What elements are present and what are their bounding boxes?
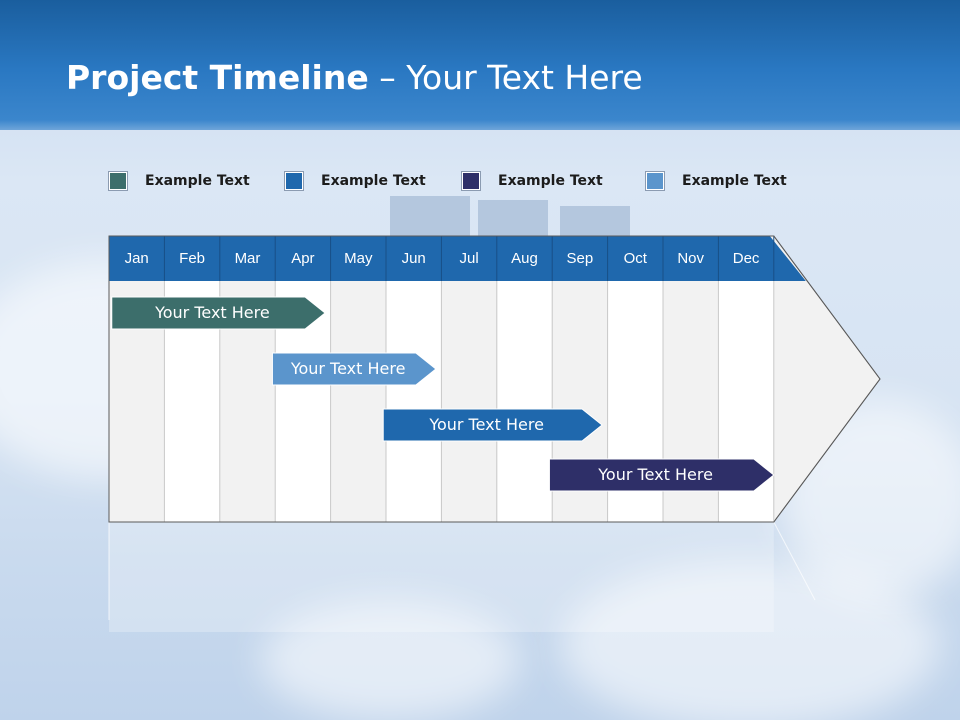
- task-label: Your Text Here: [155, 303, 270, 322]
- legend-swatch: [109, 172, 127, 190]
- month-column: [441, 281, 497, 522]
- task-label: Your Text Here: [290, 359, 406, 378]
- month-label: Jun: [401, 250, 426, 267]
- legend-label: Example Text: [498, 173, 603, 189]
- legend-label: Example Text: [682, 173, 787, 189]
- task-label: Your Text Here: [429, 415, 544, 434]
- server-silhouette: [390, 196, 470, 236]
- task-arrow: [548, 458, 775, 492]
- month-label: Jan: [124, 250, 149, 267]
- legend-item: Example Text: [285, 170, 426, 192]
- month-label: Mar: [234, 250, 261, 267]
- legend-item: Example Text: [109, 170, 250, 192]
- title-bar: [0, 0, 960, 130]
- month-label: Sep: [566, 250, 594, 267]
- title-rest: – Your Text Here: [368, 58, 643, 97]
- month-label: Jul: [459, 250, 479, 267]
- month-label: Nov: [677, 250, 705, 267]
- task-arrow: [382, 408, 603, 442]
- slide-title: Project Timeline – Your Text Here: [66, 58, 643, 97]
- title-bold: Project Timeline: [66, 58, 369, 97]
- cloud-shape: [260, 600, 520, 720]
- server-silhouette: [478, 200, 548, 236]
- month-label: May: [344, 250, 373, 267]
- task-label: Your Text Here: [598, 465, 713, 484]
- month-column: [330, 281, 386, 522]
- month-label: Oct: [623, 250, 647, 267]
- month-column: [386, 281, 442, 522]
- month-label: Aug: [511, 250, 538, 267]
- month-label: Apr: [291, 250, 315, 267]
- month-label: Dec: [732, 250, 760, 267]
- month-header-band: [109, 236, 806, 281]
- task-arrow: [111, 296, 326, 330]
- legend-label: Example Text: [145, 173, 250, 189]
- task-arrow: [271, 352, 437, 386]
- legend-swatch: [285, 172, 303, 190]
- reflection-edge: [773, 521, 816, 601]
- timeline-outline: [108, 235, 881, 523]
- legend-label: Example Text: [321, 173, 426, 189]
- legend-item: Example Text: [462, 170, 603, 192]
- month-label: Feb: [179, 250, 206, 267]
- legend-swatch: [646, 172, 664, 190]
- legend-item: Example Text: [646, 170, 787, 192]
- legend-swatch: [462, 172, 480, 190]
- timeline-reflection: [109, 522, 774, 632]
- server-silhouette: [560, 206, 630, 236]
- month-column: [496, 281, 553, 522]
